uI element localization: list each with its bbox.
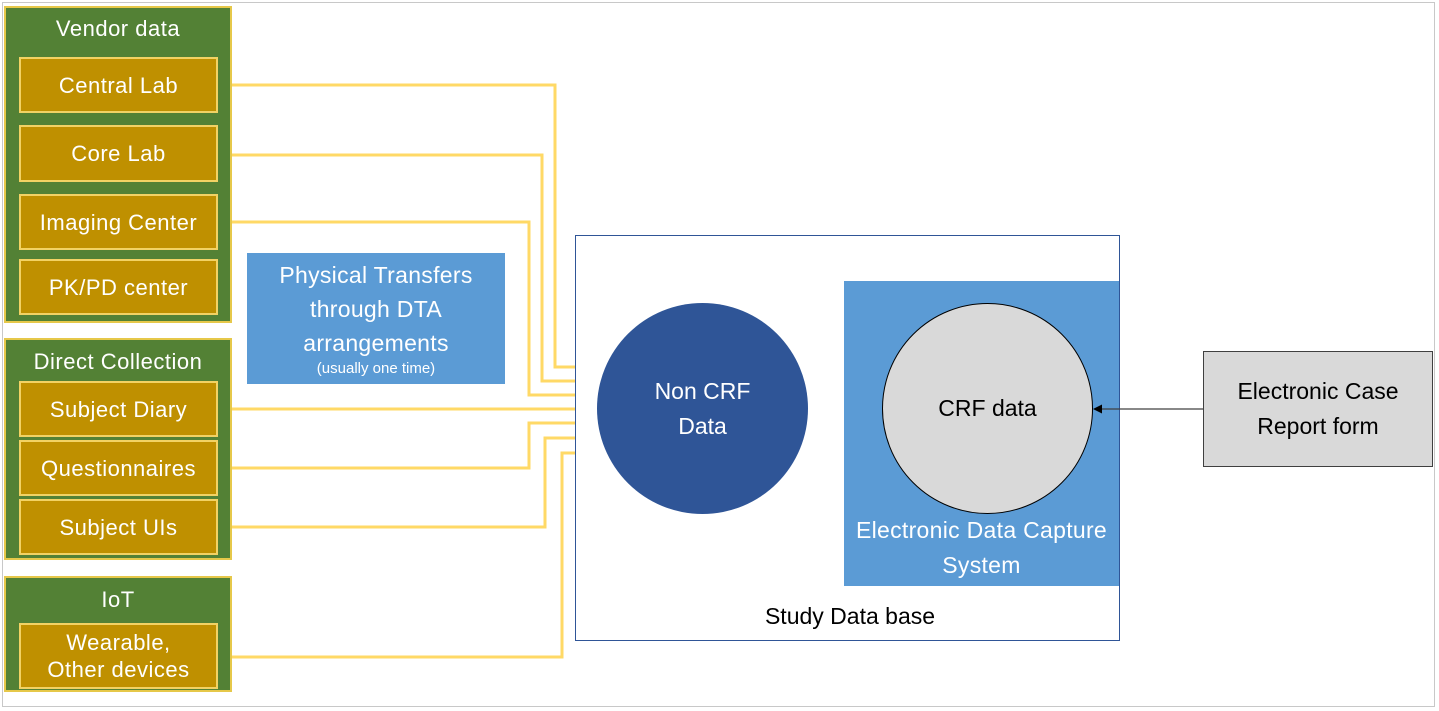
item-subject-diary: Subject Diary [19,381,218,437]
dta-note-text: Physical Transfers through DTA arrangeme… [279,262,473,356]
connector-core-lab [218,153,605,383]
item-pk-pd-center: PK/PD center [19,259,218,315]
crf-data-circle: CRF data [882,303,1093,514]
item-questionnaires: Questionnaires [19,440,218,496]
study-database-label: Study Data base [764,603,936,629]
item-subject-uis: Subject UIs [19,499,218,555]
connector-imaging-center [218,220,601,397]
non-crf-data-circle: Non CRF Data [597,303,808,514]
edc-system-label: Electronic Data Capture System [855,517,1108,578]
item-wearables: Wearable, Other devices [19,623,218,689]
arrowhead-icon [1093,404,1102,414]
group-title-direct: Direct Collection [33,349,203,374]
group-title-vendor: Vendor data [55,16,181,41]
dta-note: Physical Transfers through DTA arrangeme… [247,253,505,384]
ecrf-label: Electronic Case Report form [1237,378,1399,439]
non-crf-data-label: Non CRF Data [654,377,751,439]
item-imaging-center: Imaging Center [19,194,218,250]
dta-note-subtext: (usually one time) [316,360,436,377]
group-title-iot: IoT [101,587,135,612]
ecrf-box: Electronic Case Report form [1203,351,1433,467]
item-core-lab: Core Lab [19,125,218,182]
item-central-lab: Central Lab [19,57,218,113]
crf-data-label: CRF data [938,395,1037,421]
connector-questionnaires [218,421,601,470]
